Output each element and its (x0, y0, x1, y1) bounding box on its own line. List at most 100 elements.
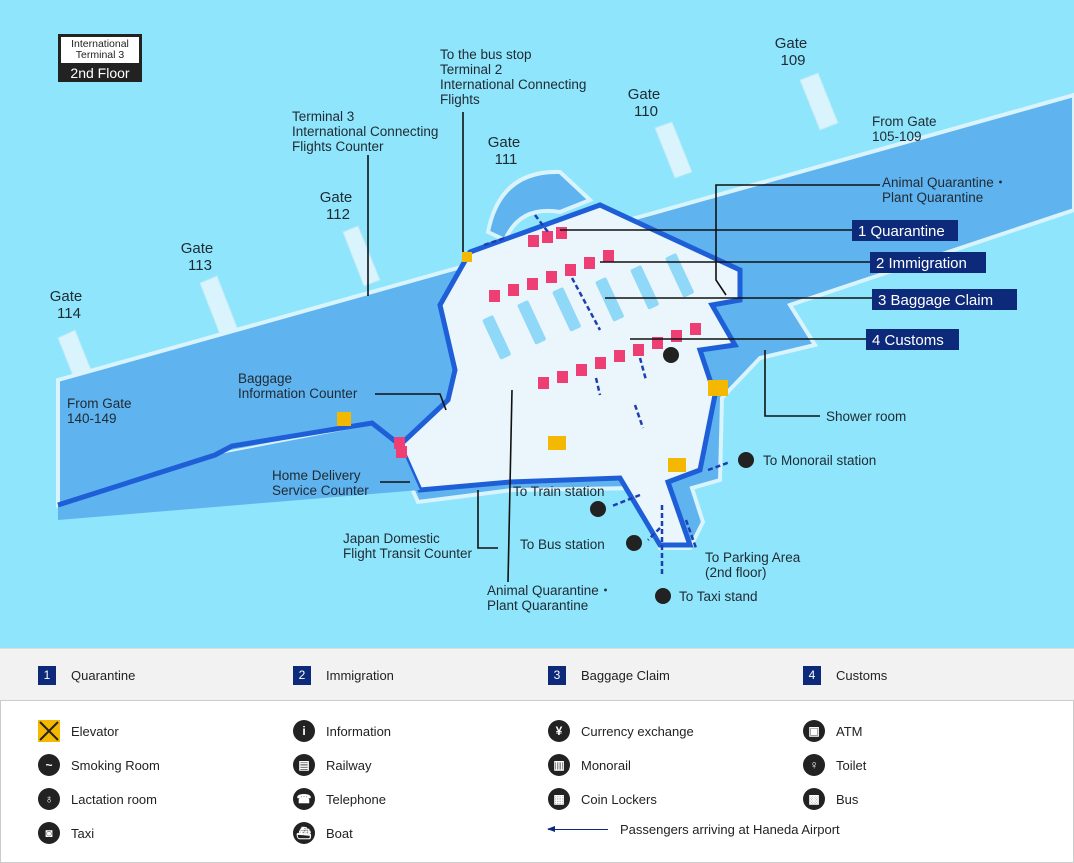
legend-label: Lactation room (71, 791, 157, 807)
bus-stop-label: Flights (440, 92, 480, 107)
animal-quarantine-label: Animal Quarantine・ (882, 175, 1007, 190)
legend-item: Passengers arriving at Haneda Airport (547, 822, 840, 837)
floor-label: 2nd Floor (70, 65, 130, 81)
legend-item: Elevator (38, 720, 119, 742)
gate-number: 110 (634, 103, 658, 120)
baggage-carousel (595, 277, 624, 322)
counter (528, 235, 539, 247)
counter (527, 278, 538, 290)
counter (508, 284, 519, 296)
elevator-icon (708, 380, 728, 396)
boat-icon: ⛴ (293, 822, 315, 844)
wall (57, 420, 402, 508)
legend-label: ATM (836, 723, 863, 739)
taxi-icon: ◙ (38, 822, 60, 844)
domestic-transit-label: Flight Transit Counter (343, 546, 473, 561)
counter (565, 264, 576, 276)
counter (396, 446, 407, 458)
legend-label: Bus (836, 791, 859, 807)
legend-item: ▤Railway (293, 754, 372, 776)
monorail-icon (738, 452, 754, 468)
immigration-badge-label: 2 Immigration (876, 255, 967, 272)
monorail-label: To Monorail station (763, 453, 876, 468)
step-label: Customs (836, 668, 888, 683)
legend-label: Railway (326, 757, 372, 773)
bus-stop-label: International Connecting (440, 77, 586, 92)
baggage-claim-badge (872, 289, 1017, 310)
immigration-badge (870, 252, 986, 273)
elevator-icon (462, 252, 472, 262)
parking-label: To Parking Area (705, 550, 801, 565)
baggage-belts (482, 253, 694, 360)
t3-counter-label: Terminal 3 (292, 109, 354, 124)
immigration-counters (394, 227, 701, 458)
legend-item: ◙ Taxi (38, 822, 94, 844)
gate-labels: Gate 114 Gate 113 Gate 112 Gate 111 Gate… (50, 35, 808, 322)
baggage-info-label: Baggage (238, 371, 292, 386)
legend-item: ▦ Coin Lockers (548, 788, 657, 810)
elevator-icon (337, 412, 351, 426)
counter (652, 337, 663, 349)
gate-number: 111 (495, 151, 518, 168)
legend-label: Coin Lockers (581, 791, 657, 807)
t3-counter-label: International Connecting (292, 124, 438, 139)
home-delivery-label: Service Counter (272, 483, 369, 498)
pier-gate-110 (654, 121, 693, 179)
baggage-carousel (517, 300, 546, 345)
bus-icon: ▩ (803, 788, 825, 810)
counter (584, 257, 595, 269)
bus-label: To Bus station (520, 537, 605, 552)
customs-badge-label: 4 Customs (872, 332, 944, 349)
counter (542, 231, 553, 243)
step-number: 1 (38, 666, 56, 685)
gate-label: Gate (628, 86, 661, 103)
terminal-map: Gate 114 Gate 113 Gate 112 Gate 111 Gate… (0, 0, 1074, 648)
elevator-markers (337, 252, 728, 472)
gate-number: 109 (780, 52, 805, 69)
animal-quarantine-label: Plant Quarantine (487, 598, 588, 613)
legend-label: Telephone (326, 791, 386, 807)
legend-label: Elevator (71, 723, 119, 739)
quarantine-badge (852, 220, 958, 241)
train-label: To Train station (513, 484, 605, 499)
coin-lockers-icon: ▦ (548, 788, 570, 810)
terminal-label-line: Terminal 3 (75, 49, 125, 61)
taxi-icon (655, 588, 671, 604)
pier-gate-113 (199, 275, 239, 338)
baggage-carousel (482, 315, 511, 360)
arrival-arrow-icon (547, 826, 608, 832)
legend-item: ▩ Bus (803, 788, 858, 810)
counter (557, 371, 568, 383)
parking-label: (2nd floor) (705, 565, 767, 580)
counter (394, 437, 405, 449)
gate-label: Gate (488, 134, 521, 151)
counter (556, 227, 567, 239)
legend-label: Smoking Room (71, 757, 160, 773)
gate-111-pier (485, 169, 594, 243)
baggage-info-label: Information Counter (238, 386, 358, 401)
baggage-claim-badge-label: 3 Baggage Claim (878, 292, 993, 309)
smoking-room-icon: ~ (38, 754, 60, 776)
counter (489, 290, 500, 302)
from-gate-label: From Gate (67, 396, 132, 411)
atm-icon: ▣ (803, 720, 825, 742)
railway-icon (590, 501, 606, 517)
legend-label: Taxi (71, 825, 95, 841)
legend-item: ⛴Boat (293, 822, 353, 844)
from-gate-range: 105-109 (872, 129, 922, 144)
counter (576, 364, 587, 376)
domestic-transit-label: Japan Domestic (343, 531, 440, 546)
step-number: 2 (293, 666, 311, 685)
gate-number: 113 (188, 257, 212, 274)
counter (614, 350, 625, 362)
gate-label: Gate (50, 288, 83, 305)
lactation-room-icon: ♁ (38, 788, 60, 810)
bus-stop-label: Terminal 2 (440, 62, 502, 77)
gate-label: Gate (181, 240, 214, 257)
gate-piers (57, 72, 839, 389)
